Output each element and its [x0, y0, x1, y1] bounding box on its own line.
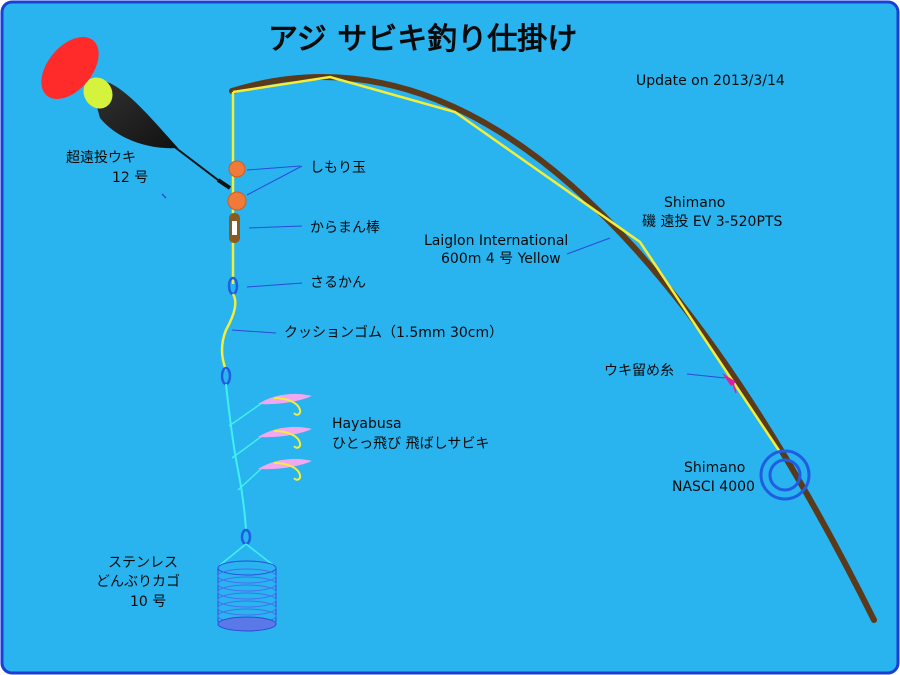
cushion-rubber-label: クッションゴム（1.5mm 30cm） — [284, 324, 503, 341]
bead-pointer — [246, 165, 301, 171]
rod-model-label: 磯 遠投 EV 3-520PTS — [642, 214, 782, 230]
float-stopper-pointer — [686, 373, 726, 379]
basket-name-label: どんぶりカゴ — [96, 573, 180, 590]
fishing-line-brand-label: Laiglon International — [424, 233, 568, 249]
sabiki-name-label: ひとっ飛び 飛ばしサビキ — [332, 436, 489, 452]
anti-tangle-sleeve-window — [232, 221, 237, 235]
float-stopper-thread — [732, 382, 737, 394]
fishing-line-spec-label: 600m 4 号 Yellow — [441, 251, 561, 267]
sabiki-hook — [228, 393, 312, 427]
sleeve-pointer — [248, 225, 303, 229]
stopper-bead — [227, 191, 247, 211]
stopper-bead — [228, 160, 246, 178]
float-stopper-knot — [722, 373, 736, 386]
basket-size-label: 10 号 — [130, 594, 166, 610]
reel-icon — [759, 449, 811, 501]
reel-brand-label: Shimano — [684, 460, 745, 476]
line-pointer — [566, 237, 611, 255]
reel-spool — [768, 458, 802, 492]
sabiki-brand-label: Hayabusa — [332, 416, 402, 432]
update-date: Update on 2013/3/14 — [636, 73, 785, 89]
float-icon — [41, 37, 232, 190]
bait-basket-icon — [217, 543, 277, 632]
float-size-label: 12 号 — [112, 170, 148, 186]
swivel-label: さるかん — [310, 275, 366, 291]
main-line-on-rod — [232, 75, 782, 453]
basket-material-label: ステンレス — [108, 555, 178, 571]
reel-model-label: NASCI 4000 — [672, 479, 755, 495]
bead-pointer — [246, 165, 303, 196]
anti-tangle-sleeve-label: からまん棒 — [310, 220, 380, 236]
float-label: 超遠投ウキ — [66, 150, 136, 166]
swivel-pointer — [246, 282, 303, 288]
sabiki-hook — [237, 458, 312, 491]
rod-brand-label: Shimano — [664, 195, 725, 211]
sabiki-hook — [231, 426, 312, 459]
page-title: アジ サビキ釣り仕掛け — [268, 22, 577, 57]
cushion-rubber — [220, 293, 237, 371]
sabiki-leader — [225, 383, 247, 531]
float-stopper-label: ウキ留め糸 — [604, 363, 674, 379]
float-pointer — [161, 193, 167, 199]
stopper-bead-label: しもり玉 — [310, 160, 366, 176]
cushion-pointer — [231, 329, 277, 334]
